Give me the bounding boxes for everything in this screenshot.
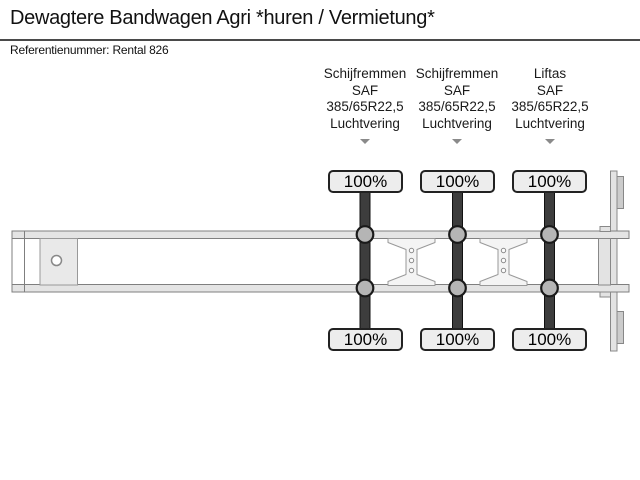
axle-3 bbox=[540, 191, 559, 331]
trailer-frame bbox=[11, 230, 630, 293]
rear-bracket-top bbox=[599, 226, 611, 232]
frame-rail-bottom bbox=[11, 284, 630, 293]
hole-icon bbox=[408, 247, 415, 254]
axle-3-spec-header[interactable]: Liftas SAF 385/65R22,5 Luchtvering bbox=[490, 66, 610, 132]
hole-icon bbox=[500, 247, 507, 254]
axle-suspension: Luchtvering bbox=[330, 115, 400, 131]
hole-icon bbox=[500, 267, 507, 274]
axle-tire-size: 385/65R22,5 bbox=[511, 99, 589, 114]
wheel-hub-icon bbox=[355, 225, 375, 244]
wheel-hub-icon bbox=[540, 278, 559, 298]
frame-rail-top bbox=[11, 230, 630, 239]
chevron-down-icon[interactable] bbox=[452, 139, 462, 144]
axle-bar bbox=[359, 191, 371, 331]
axle-suspension: Luchtvering bbox=[515, 115, 585, 131]
axle-1-bottom-tread-badge[interactable]: 100% bbox=[328, 328, 403, 351]
rear-marker-top bbox=[616, 176, 624, 209]
wheel-hub-icon bbox=[448, 278, 467, 298]
axle-2-top-tread-badge[interactable]: 100% bbox=[420, 170, 495, 193]
rear-marker-bottom bbox=[616, 311, 624, 344]
axle-2-spec-header[interactable]: Schijfremmen SAF 385/65R22,5 Luchtvering bbox=[397, 66, 517, 132]
axle-2 bbox=[448, 191, 467, 331]
rear-bumper-bar bbox=[610, 170, 618, 352]
page-title: Dewagtere Bandwagen Agri *huren / Vermie… bbox=[10, 7, 435, 29]
axle-brand: SAF bbox=[351, 82, 379, 98]
axle-3-top-tread-badge[interactable]: 100% bbox=[512, 170, 587, 193]
wheel-hub-icon bbox=[540, 225, 559, 244]
hole-icon bbox=[408, 267, 415, 274]
axle-suspension: Luchtvering bbox=[422, 115, 492, 131]
axle-1 bbox=[355, 191, 375, 331]
axle-brake-type: Schijfremmen bbox=[415, 66, 499, 81]
axle-brake-type: Schijfremmen bbox=[323, 66, 407, 81]
reference-number: Referentienummer: Rental 826 bbox=[10, 43, 169, 57]
axle-tire-size: 385/65R22,5 bbox=[326, 99, 404, 114]
cross-member-1 bbox=[387, 238, 436, 286]
chevron-down-icon[interactable] bbox=[360, 139, 370, 144]
wheel-hub-icon bbox=[448, 225, 467, 244]
axle-1-spec-header[interactable]: Schijfremmen SAF 385/65R22,5 Luchtvering bbox=[305, 66, 425, 132]
rear-bumper-assembly bbox=[610, 170, 624, 352]
rear-bracket-bottom bbox=[599, 291, 611, 298]
axle-2-bottom-tread-badge[interactable]: 100% bbox=[420, 328, 495, 351]
axle-1-top-tread-badge[interactable]: 100% bbox=[328, 170, 403, 193]
title-divider bbox=[0, 39, 640, 41]
axle-brand: SAF bbox=[536, 82, 564, 98]
rear-crossmember-box bbox=[598, 238, 611, 286]
axle-bar bbox=[544, 191, 555, 331]
rear-brackets bbox=[598, 226, 611, 298]
kingpin-plate bbox=[39, 238, 78, 286]
axle-3-bottom-tread-badge[interactable]: 100% bbox=[512, 328, 587, 351]
kingpin-icon bbox=[50, 254, 63, 267]
axle-bar bbox=[452, 191, 463, 331]
wheel-hub-icon bbox=[355, 278, 375, 298]
axle-brake-type: Liftas bbox=[533, 66, 567, 81]
cross-member-2 bbox=[479, 238, 528, 286]
hole-icon bbox=[408, 257, 415, 264]
axle-brand: SAF bbox=[443, 82, 471, 98]
hole-icon bbox=[500, 257, 507, 264]
chevron-down-icon[interactable] bbox=[545, 139, 555, 144]
axle-tire-size: 385/65R22,5 bbox=[418, 99, 496, 114]
